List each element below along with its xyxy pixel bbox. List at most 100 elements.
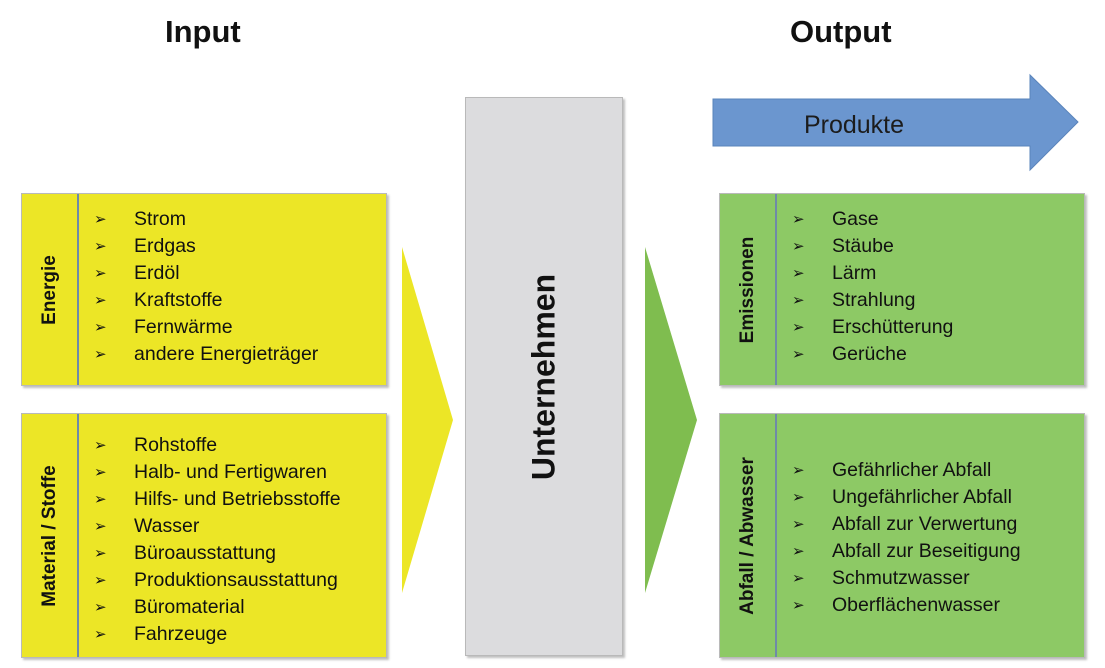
list-item-label: andere Energieträger [134,343,319,365]
input-heading: Input [165,14,241,49]
list-item: ➢ Gase [792,206,953,233]
bullet-arrow-icon: ➢ [792,291,805,309]
bullet-arrow-icon: ➢ [94,544,107,562]
list-item: ➢ Produktionsausstattung [94,567,341,594]
list-item-label: Abfall zur Verwertung [832,513,1018,535]
bullet-arrow-icon: ➢ [792,264,805,282]
list-item-label: Schmutzwasser [832,567,970,589]
list-item: ➢ Abfall zur Beseitigung [792,538,1021,565]
bullet-arrow-icon: ➢ [792,515,805,533]
list-item-label: Erschütterung [832,316,954,338]
list-item-label: Erdgas [134,235,196,257]
list-item-label: Rohstoffe [134,434,218,456]
bullet-arrow-icon: ➢ [792,542,805,560]
list-item-label: Lärm [832,262,877,284]
list-item: ➢ Erschütterung [792,314,953,341]
energy-side-panel: Energie [22,194,79,385]
list-item-label: Gase [832,208,879,230]
list-item-label: Strom [134,208,187,230]
list-item: ➢ andere Energieträger [94,341,318,368]
list-item-label: Ungefährlicher Abfall [832,486,1012,508]
energy-label: Energie [38,254,60,325]
bullet-arrow-icon: ➢ [792,488,805,506]
list-item: ➢ Stäube [792,233,953,260]
list-item: ➢ Gerüche [792,341,953,368]
emissions-side-panel: Emissionen [720,194,777,385]
list-item: ➢ Büroausstattung [94,540,341,567]
energy-list: ➢Strom➢Erdgas➢Erdöl➢Kraftstoffe➢Fernwärm… [94,206,318,368]
list-item: ➢ Gefährlicher Abfall [792,457,1021,484]
bullet-arrow-icon: ➢ [792,345,805,363]
bullet-arrow-icon: ➢ [94,345,107,363]
products-arrow-shape [712,73,1079,172]
waste-list: ➢ Gefährlicher Abfall ➢ Ungefährlicher Abfa… [792,457,1021,619]
bullet-arrow-icon: ➢ [792,210,805,228]
list-item-label: Büromaterial [134,596,245,618]
list-item-label: Büroausstattung [134,542,277,564]
list-item-label: Produktionsausstattung [134,569,338,591]
list-item: ➢ Schmutzwasser [792,565,1021,592]
list-item-label: Hilfs- und Betriebsstoffe [134,488,341,510]
output-chevron-arrow [645,247,697,593]
material-box: Material / Stoffe ➢ Rohstoffe ➢ Halb- und F… [21,413,387,658]
list-item-label: Wasser [134,515,200,537]
bullet-arrow-icon: ➢ [792,569,805,587]
list-item-label: Strahlung [832,289,916,311]
list-item-label: Gerüche [832,343,907,365]
energy-box: Energie ➢Strom➢Erdgas➢Erdöl➢Kraftstoffe➢… [21,193,387,386]
list-item: ➢ Hilfs- und Betriebsstoffe [94,486,341,513]
bullet-arrow-icon: ➢ [792,461,805,479]
bullet-arrow-icon: ➢ [792,596,805,614]
list-item-label: Abfall zur Beseitigung [832,540,1021,562]
bullet-arrow-icon: ➢ [94,210,107,228]
material-list: ➢ Rohstoffe ➢ Halb- und Fertigwaren ➢ Hilfs- … [94,432,341,648]
list-item: ➢ Strom [94,206,318,233]
list-item: ➢ Erdgas [94,233,318,260]
bullet-arrow-icon: ➢ [94,463,107,481]
list-item: ➢Erdöl [94,260,318,287]
products-arrow-label: Produkte [803,111,905,139]
output-heading: Output [790,14,892,49]
list-item-label: Stäube [832,235,894,257]
list-item: ➢ Oberflächenwasser [792,592,1021,619]
emissions-list: ➢ Gase ➢ Stäube ➢ Lärm ➢ Strahlung ➢ Erschütterun… [792,206,953,368]
list-item: ➢ Fahrzeuge [94,621,341,648]
material-side-panel: Material / Stoffe [22,414,79,657]
bullet-arrow-icon: ➢ [792,318,805,336]
waste-label: Abfall / Abwasser [736,456,758,615]
list-item: ➢Fernwärme [94,314,318,341]
list-item: ➢ Wasser [94,513,341,540]
list-item-label: Kraftstoffe [134,289,223,311]
company-label: Unternehmen [525,273,562,480]
emissions-box: Emissionen ➢ Gase ➢ Stäube ➢ Lärm ➢ Strahlung ➢ E… [719,193,1085,386]
bullet-arrow-icon: ➢ [94,291,107,309]
bullet-arrow-icon: ➢ [792,237,805,255]
list-item-label: Fahrzeuge [134,623,228,645]
bullet-arrow-icon: ➢ [94,264,107,282]
emissions-label: Emissionen [736,236,758,343]
bullet-arrow-icon: ➢ [94,571,107,589]
list-item-label: Gefährlicher Abfall [832,459,992,481]
list-item: ➢ Lärm [792,260,953,287]
bullet-arrow-icon: ➢ [94,517,107,535]
list-item-label: Halb- und Fertigwaren [134,461,327,483]
list-item: ➢ Halb- und Fertigwaren [94,459,341,486]
list-item: ➢ Büromaterial [94,594,341,621]
list-item: ➢ Kraftstoffe [94,287,318,314]
company-block: Unternehmen [465,97,623,656]
material-label: Material / Stoffe [38,464,60,607]
list-item: ➢ Rohstoffe [94,432,341,459]
input-chevron-arrow [402,247,453,593]
bullet-arrow-icon: ➢ [94,598,107,616]
waste-box: Abfall / Abwasser ➢ Gefährlicher Abfall ➢ U… [719,413,1085,658]
bullet-arrow-icon: ➢ [94,237,107,255]
list-item: ➢ Strahlung [792,287,953,314]
bullet-arrow-icon: ➢ [94,490,107,508]
bullet-arrow-icon: ➢ [94,318,107,336]
list-item-label: Oberflächenwasser [832,594,1000,616]
bullet-arrow-icon: ➢ [94,625,107,643]
waste-side-panel: Abfall / Abwasser [720,414,777,657]
list-item: ➢ Abfall zur Verwertung [792,511,1021,538]
bullet-arrow-icon: ➢ [94,436,107,454]
